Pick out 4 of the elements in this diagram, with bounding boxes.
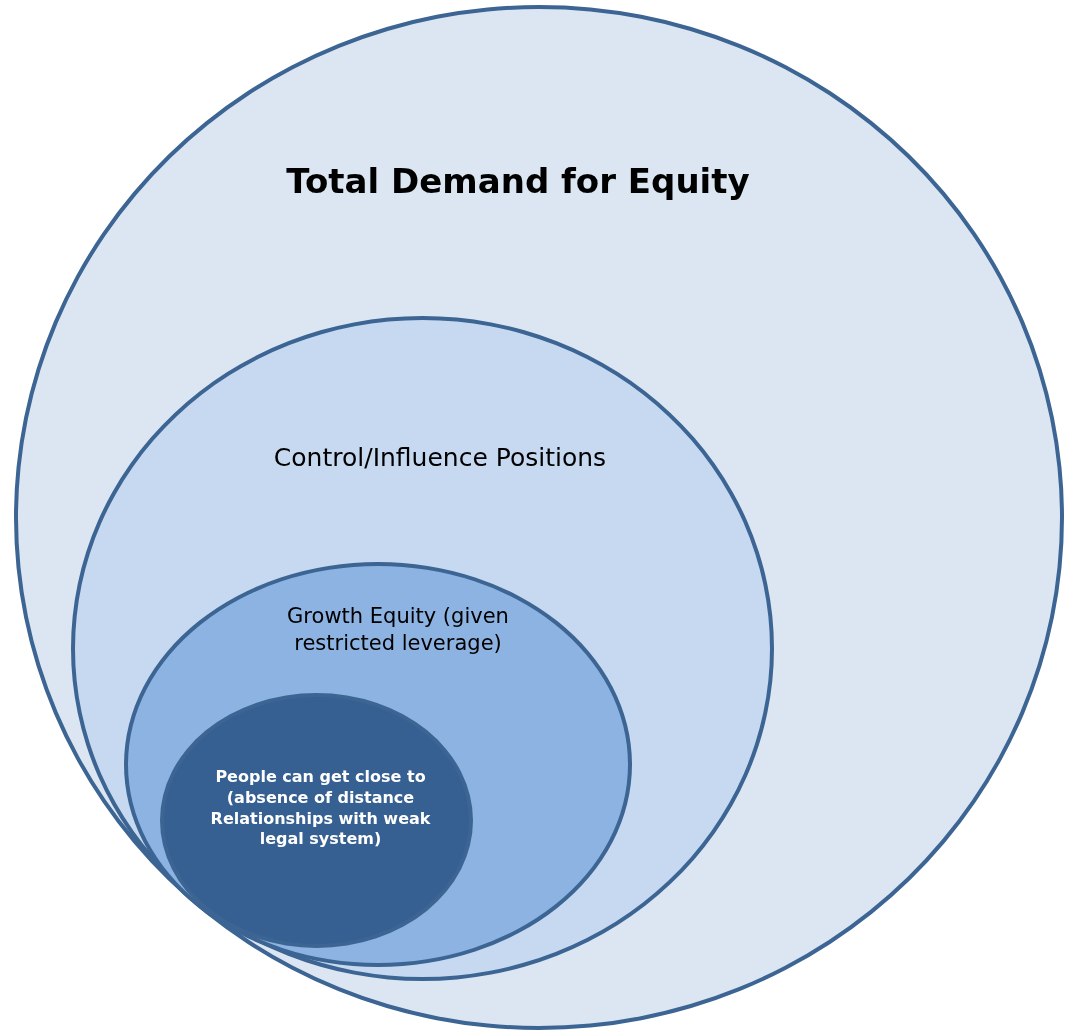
ellipse-label: Total Demand for Equity [285,160,751,203]
ellipse-label: Control/Influence Positions [272,442,608,474]
ellipse-label: People can get close to (absence of distance Relationships with weak legal system) [209,767,432,851]
ellipse-label: Growth Equity (given restricted leverage) [286,603,510,658]
